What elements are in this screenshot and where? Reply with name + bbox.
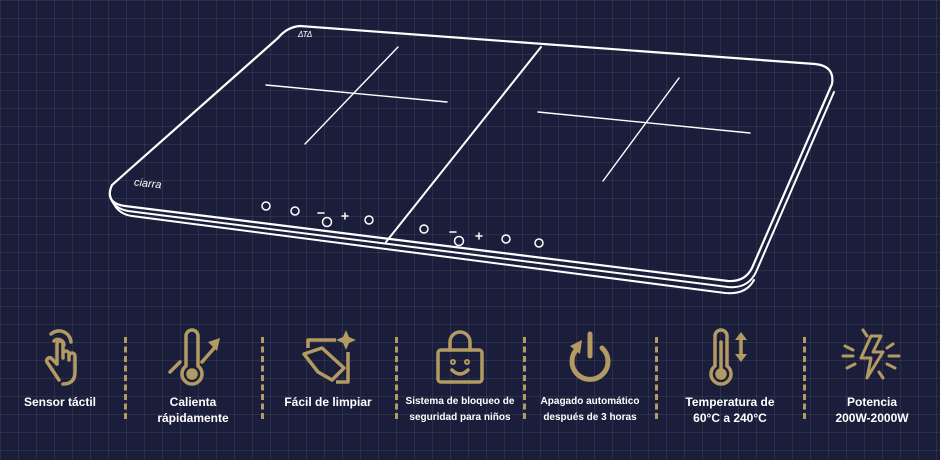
induction-cooktop-illustration — [108, 24, 835, 295]
feature-label: Sensor táctil — [23, 395, 97, 409]
lightning-icon — [841, 328, 901, 380]
thermometer-up-icon — [168, 328, 220, 386]
feature-label: Fácil de limpiar — [284, 395, 372, 409]
thermometer-range-icon — [709, 328, 747, 386]
divider — [261, 337, 264, 419]
divider — [803, 337, 806, 419]
feature-touch-sensor: Sensor táctil — [0, 328, 130, 410]
top-logo: ΔΤΔ — [298, 30, 313, 39]
left-burner-cross — [265, 46, 448, 145]
power-icon — [569, 331, 611, 382]
divider — [124, 337, 127, 419]
divider — [395, 337, 398, 419]
lock-icon — [436, 330, 484, 384]
touch-icon — [44, 329, 77, 386]
zone-divider — [385, 46, 542, 243]
left-controls[interactable] — [261, 201, 374, 228]
cooktop-top-outline — [108, 24, 834, 283]
cooktop-edge-2 — [112, 201, 755, 295]
feature-easy-clean: Fácil de limpiar — [258, 328, 398, 410]
right-controls[interactable] — [419, 224, 544, 248]
divider — [655, 337, 658, 419]
cooktop-edge-1 — [109, 91, 835, 289]
divider — [523, 337, 526, 419]
right-burner-cross — [537, 77, 751, 182]
clean-hand-icon — [302, 330, 356, 384]
